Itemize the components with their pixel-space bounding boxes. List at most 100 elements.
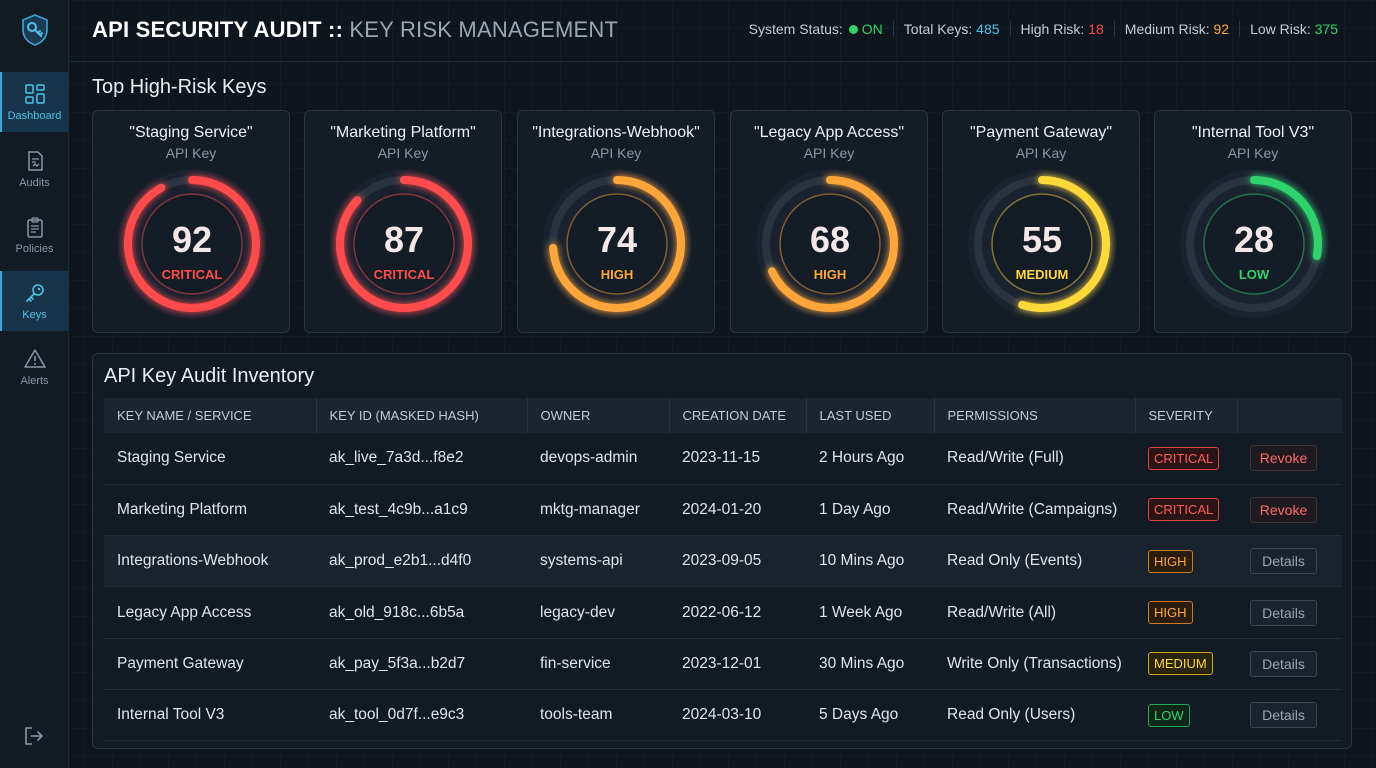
low-risk-stat: Low Risk: 375 (1239, 21, 1348, 37)
risk-level: HIGH (813, 267, 847, 282)
sidebar-item-label: Audits (19, 176, 50, 189)
risk-level: HIGH (600, 267, 634, 282)
system-status: System Status:ON (739, 21, 893, 37)
owner-cell: systems-api (527, 535, 669, 588)
owner-cell: tools-team (527, 689, 669, 742)
column-header[interactable]: PERMISSIONS (933, 398, 1135, 433)
sidebar-item-dashboard[interactable]: Dashboard (0, 72, 69, 132)
sidebar-item-keys[interactable]: Keys (0, 271, 69, 331)
action-cell: Revoke (1237, 433, 1342, 485)
gauge-arc (124, 176, 260, 312)
audit-document-icon (27, 150, 43, 171)
column-header[interactable]: CREATION DATE (668, 398, 806, 433)
key-id-cell: ak_old_918c...6b5a (316, 586, 527, 639)
details-button[interactable]: Details (1250, 548, 1317, 575)
low-risk-value: 375 (1314, 21, 1338, 37)
header-stats: System Status:ON Total Keys: 485 High Ri… (739, 21, 1348, 37)
action-cell: Details (1237, 689, 1342, 742)
revoke-button[interactable]: Revoke (1250, 496, 1317, 523)
logout-icon[interactable] (22, 724, 46, 748)
key-id-cell: ak_test_4c9b...a1c9 (316, 484, 527, 537)
column-header[interactable]: LAST USED (805, 398, 934, 433)
sidebar-item-label: Keys (22, 308, 47, 321)
permissions-cell: Read/Write (Full) (934, 433, 1135, 485)
permissions-cell: Write Only (Transactions) (934, 638, 1135, 690)
column-header[interactable]: SEVERITY (1134, 398, 1237, 433)
card-key-type: API Key (803, 145, 855, 161)
details-button[interactable]: Details (1250, 650, 1317, 677)
key-name-cell: Legacy App Access (104, 586, 316, 639)
risk-score: 28 (1233, 219, 1275, 260)
risk-score: 55 (1021, 219, 1063, 260)
key-name-cell: Internal Tool V3 (104, 689, 316, 742)
card-key-name: "Marketing Platform" (330, 124, 476, 141)
details-button[interactable]: Details (1250, 702, 1317, 729)
owner-cell: fin-service (527, 638, 669, 690)
card-key-type: API Key (377, 145, 429, 161)
column-header[interactable]: KEY NAME / SERVICE (117, 408, 252, 423)
header: API SECURITY AUDIT :: KEY RISK MANAGEMEN… (69, 0, 1376, 62)
shield-logo-icon (17, 12, 53, 48)
key-id-cell: ak_live_7a3d...f8e2 (316, 433, 527, 485)
medium-risk-value: 92 (1213, 21, 1230, 37)
gauge-arc (762, 176, 898, 312)
owner-cell: devops-admin (527, 433, 669, 485)
card-key-name: "Integrations-Webhook" (532, 124, 700, 141)
sidebar-item-audits[interactable]: Audits (0, 139, 69, 199)
clipboard-icon (26, 216, 43, 238)
total-keys-label: Total Keys: (903, 21, 973, 37)
high-risk-label: High Risk: (1020, 21, 1085, 37)
sidebar-item-label: Policies (15, 242, 54, 255)
risk-level: MEDIUM (1015, 267, 1069, 282)
last-used-cell: 5 Days Ago (806, 689, 934, 742)
severity-cell: HIGH (1135, 535, 1237, 588)
sidebar-item-alerts[interactable]: Alerts (0, 337, 69, 397)
column-header[interactable]: OWNER (526, 398, 669, 433)
card-key-type: API Kay (1015, 145, 1067, 161)
title-sub: KEY RISK MANAGEMENT (349, 17, 619, 42)
top-keys-heading: Top High-Risk Keys (92, 76, 267, 98)
sidebar-item-policies[interactable]: Policies (0, 205, 69, 265)
medium-risk-stat: Medium Risk: 92 (1113, 21, 1239, 37)
table-header-row: KEY NAME / SERVICE KEY ID (MASKED HASH) … (104, 398, 1342, 433)
warning-icon (23, 348, 46, 368)
revoke-button[interactable]: Revoke (1250, 445, 1317, 472)
low-risk-label: Low Risk: (1250, 21, 1311, 37)
action-cell: Details (1237, 535, 1342, 588)
gauge-arc (549, 176, 685, 312)
medium-risk-label: Medium Risk: (1124, 21, 1210, 37)
key-id-cell: ak_pay_5f3a...b2d7 (316, 638, 527, 690)
last-used-cell: 30 Mins Ago (806, 638, 934, 690)
card-key-name: "Legacy App Access" (753, 124, 905, 141)
severity-badge: HIGH (1148, 549, 1193, 573)
severity-badge: MEDIUM (1148, 652, 1213, 676)
key-id-cell: ak_tool_0d7f...e9c3 (316, 689, 527, 742)
severity-badge: CRITICAL (1148, 498, 1220, 522)
column-header[interactable]: KEY ID (MASKED HASH) (315, 398, 527, 433)
title-main: API SECURITY AUDIT :: (92, 17, 344, 42)
system-status-value: ON (861, 21, 883, 37)
details-button[interactable]: Details (1250, 599, 1317, 626)
risk-score: 92 (171, 219, 213, 260)
owner-cell: mktg-manager (527, 484, 669, 537)
creation-date-cell: 2023-11-15 (669, 433, 806, 485)
sidebar: Dashboard Audits Policies Keys Alerts (0, 0, 69, 768)
dashboard-icon (24, 83, 45, 104)
permissions-cell: Read/Write (All) (934, 586, 1135, 639)
creation-date-cell: 2024-03-10 (669, 689, 806, 742)
card-key-name: "Internal Tool V3" (1191, 124, 1315, 141)
